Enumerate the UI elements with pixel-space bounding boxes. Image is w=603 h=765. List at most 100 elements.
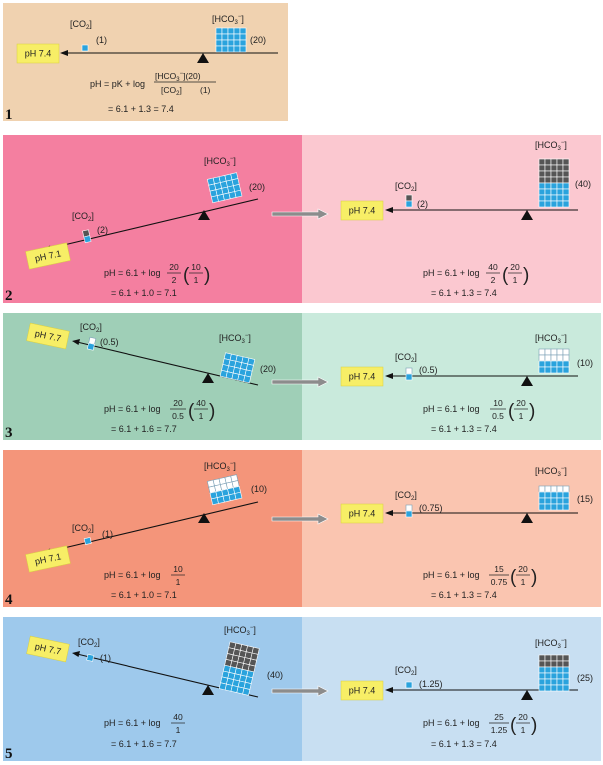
block: [556, 170, 564, 178]
svg-text:1: 1: [176, 725, 181, 735]
panel-5-right-co2-label: [CO2]: [395, 665, 417, 677]
block: [562, 164, 570, 172]
block: [538, 660, 546, 668]
svg-text:15: 15: [494, 564, 504, 574]
panel-2-left-background: [3, 135, 302, 303]
svg-text:2: 2: [491, 275, 496, 285]
panel-5-left-hco3-blocks: [218, 641, 260, 696]
panel-1: 1 pH 7.4 [CO2] (1) [HCO3−] (20) pH = pK …: [3, 3, 288, 123]
block: [243, 375, 252, 384]
block: [562, 182, 570, 190]
panel-3-right-co2-value: (0.5): [419, 365, 438, 375]
block: [233, 45, 241, 53]
svg-text:20: 20: [518, 712, 528, 722]
panel-4-right-scale: pH 7.4 [CO2] (0.75) [HCO3−] (15): [340, 466, 593, 524]
svg-text:= 6.1 + 1.3 = 7.4: = 6.1 + 1.3 = 7.4: [431, 288, 497, 298]
block: [405, 504, 413, 512]
panel-2-left-scale: pH 7.1 [CO2] (2) [HCO3−] (20): [25, 156, 265, 270]
block: [556, 348, 564, 356]
transition-arrow-shape: [271, 513, 329, 525]
block: [562, 654, 570, 662]
block: [405, 367, 413, 375]
block: [227, 27, 235, 35]
panel-3-number: 3: [5, 425, 13, 441]
block: [562, 176, 570, 184]
panel-2-left-co2-blocks: [82, 229, 92, 244]
svg-text:): ): [523, 265, 529, 286]
panel-5-right-hco3-blocks: [538, 654, 570, 692]
panel-3-right-formula: pH = 6.1 + log 10 0.5 ( 20 1 ) = 6.1 + 1…: [423, 398, 535, 434]
block: [215, 39, 223, 47]
block: [538, 158, 546, 166]
panel-3-left-arrowhead: [72, 339, 80, 345]
svg-text:): ): [204, 265, 210, 286]
panel-5-left-hco3-value: (40): [267, 670, 283, 680]
block: [538, 503, 546, 511]
panel-2-right-co2-label: [CO2]: [395, 181, 417, 193]
block: [556, 678, 564, 686]
panel-5-left-formula: pH = 6.1 + log 40 1 = 6.1 + 1.6 = 7.7: [104, 712, 185, 749]
block: [233, 39, 241, 47]
panel-4-transition-arrow: [271, 513, 329, 525]
block: [544, 503, 552, 511]
block: [550, 485, 558, 493]
block: [544, 672, 552, 680]
panel-4-right-hco3-label: [HCO3−]: [535, 466, 567, 478]
block: [538, 485, 546, 493]
panel-4-left-lever: [46, 501, 259, 553]
panel-1-formula-denominator: [CO2]: [161, 85, 182, 97]
block: [538, 366, 546, 374]
svg-text:(: (: [188, 401, 195, 422]
panel-5-right-co2-blocks: [405, 681, 413, 689]
panel-2: 2 pH 7.1 [CO2] (2) [HCO3−] (20): [3, 135, 601, 304]
panel-3-left-fulcrum: [202, 373, 214, 383]
svg-text:1: 1: [519, 411, 524, 421]
block: [544, 182, 552, 190]
block: [86, 653, 95, 662]
block: [544, 654, 552, 662]
block: [556, 491, 564, 499]
svg-text:10: 10: [173, 564, 183, 574]
panel-3-right-ph-tag: pH 7.4: [340, 366, 384, 387]
svg-text:pH = 6.1 + log: pH = 6.1 + log: [423, 268, 480, 278]
panel-2-right-formula: pH = 6.1 + log 40 2 ( 20 1 ) = 6.1 + 1.3…: [423, 262, 529, 298]
panel-4-right-co2-blocks: [405, 504, 413, 518]
block: [562, 360, 570, 368]
block: [562, 678, 570, 686]
svg-text:20: 20: [173, 398, 183, 408]
block: [538, 672, 546, 680]
block: [556, 497, 564, 505]
svg-text:(: (: [183, 265, 190, 286]
svg-text:40: 40: [196, 398, 206, 408]
panel-4-left-co2-value: (1): [102, 529, 113, 539]
block: [562, 158, 570, 166]
panel-2-transition-arrow: [271, 208, 329, 220]
block: [239, 27, 247, 35]
panel-4: 4 pH 7.1 [CO2] (1) [HCO3−] (10): [3, 450, 601, 608]
block: [556, 360, 564, 368]
svg-text:(: (: [502, 265, 509, 286]
block: [562, 366, 570, 374]
panel-4-left-ph-tag: pH 7.1: [25, 545, 71, 573]
block: [215, 45, 223, 53]
block: [544, 200, 552, 208]
panel-5-left-scale: pH 7.7 [CO2] (1) [HCO3−] (40): [26, 625, 283, 698]
panel-3-right-hco3-blocks: [538, 348, 570, 374]
panel-5-left-co2-value: (1): [100, 653, 111, 663]
block: [239, 39, 247, 47]
panel-3-right-arrowhead: [385, 373, 393, 379]
block: [550, 354, 558, 362]
block: [550, 158, 558, 166]
svg-text:pH = 6.1 + log: pH = 6.1 + log: [104, 268, 161, 278]
block: [405, 194, 413, 202]
panel-4-right-co2-value: (0.75): [419, 503, 443, 513]
svg-text:(: (: [508, 401, 515, 422]
block: [550, 176, 558, 184]
block: [86, 342, 95, 351]
panel-1-co2-label: [CO2]: [70, 19, 92, 31]
block: [550, 503, 558, 511]
panel-3-left-hco3-value: (20): [260, 364, 276, 374]
block: [550, 666, 558, 674]
svg-text:pH = 6.1 + log: pH = 6.1 + log: [104, 570, 161, 580]
block: [562, 194, 570, 202]
